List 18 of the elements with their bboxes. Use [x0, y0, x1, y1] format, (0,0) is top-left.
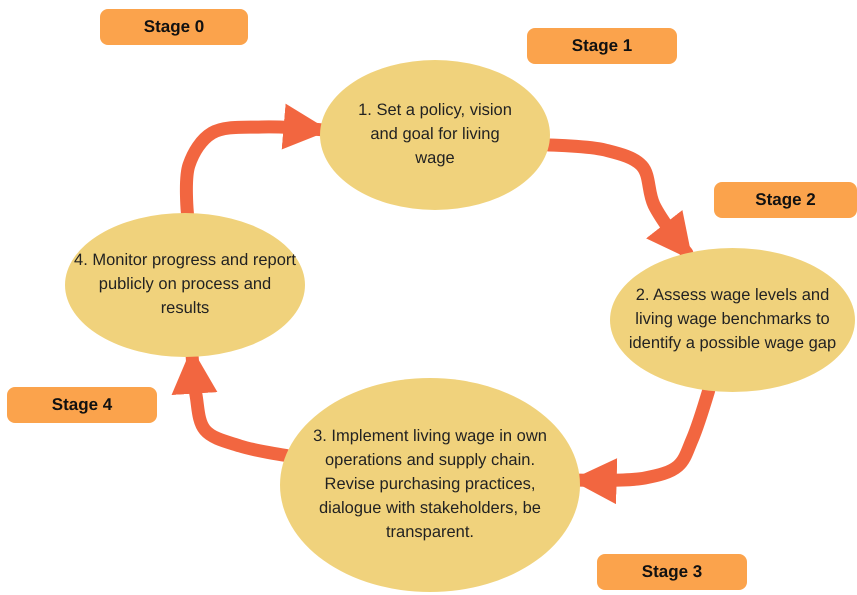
stage-label: Stage 3: [642, 562, 702, 582]
stage-label-box: [100, 9, 248, 45]
step-text: 4. Monitor progress and report publicly on process and results: [73, 250, 297, 319]
stage-label-box: [597, 554, 747, 590]
stage-label-box: [714, 182, 857, 218]
stage-label: Stage 2: [755, 190, 816, 210]
stage-label: Stage 0: [144, 17, 204, 37]
step-text: 1. Set a policy, vision and goal for living wage: [358, 100, 512, 169]
step-ellipse: [280, 378, 580, 592]
step-text: 3. Implement living wage in own operations and supply chain. Revise purchasing practices, dialogue with stakeholders, be transparent.: [312, 426, 548, 543]
step-ellipse: [610, 248, 855, 392]
stage-label-box: [7, 387, 157, 423]
step-ellipse: [320, 60, 550, 210]
stage-label: Stage 1: [572, 36, 632, 56]
stage-label: Stage 4: [52, 395, 112, 415]
step-text: 2. Assess wage levels and living wage benchmarks to identify a possible wage gap: [628, 285, 838, 354]
stage-label-box: [527, 28, 677, 64]
step-ellipse: [65, 213, 305, 357]
